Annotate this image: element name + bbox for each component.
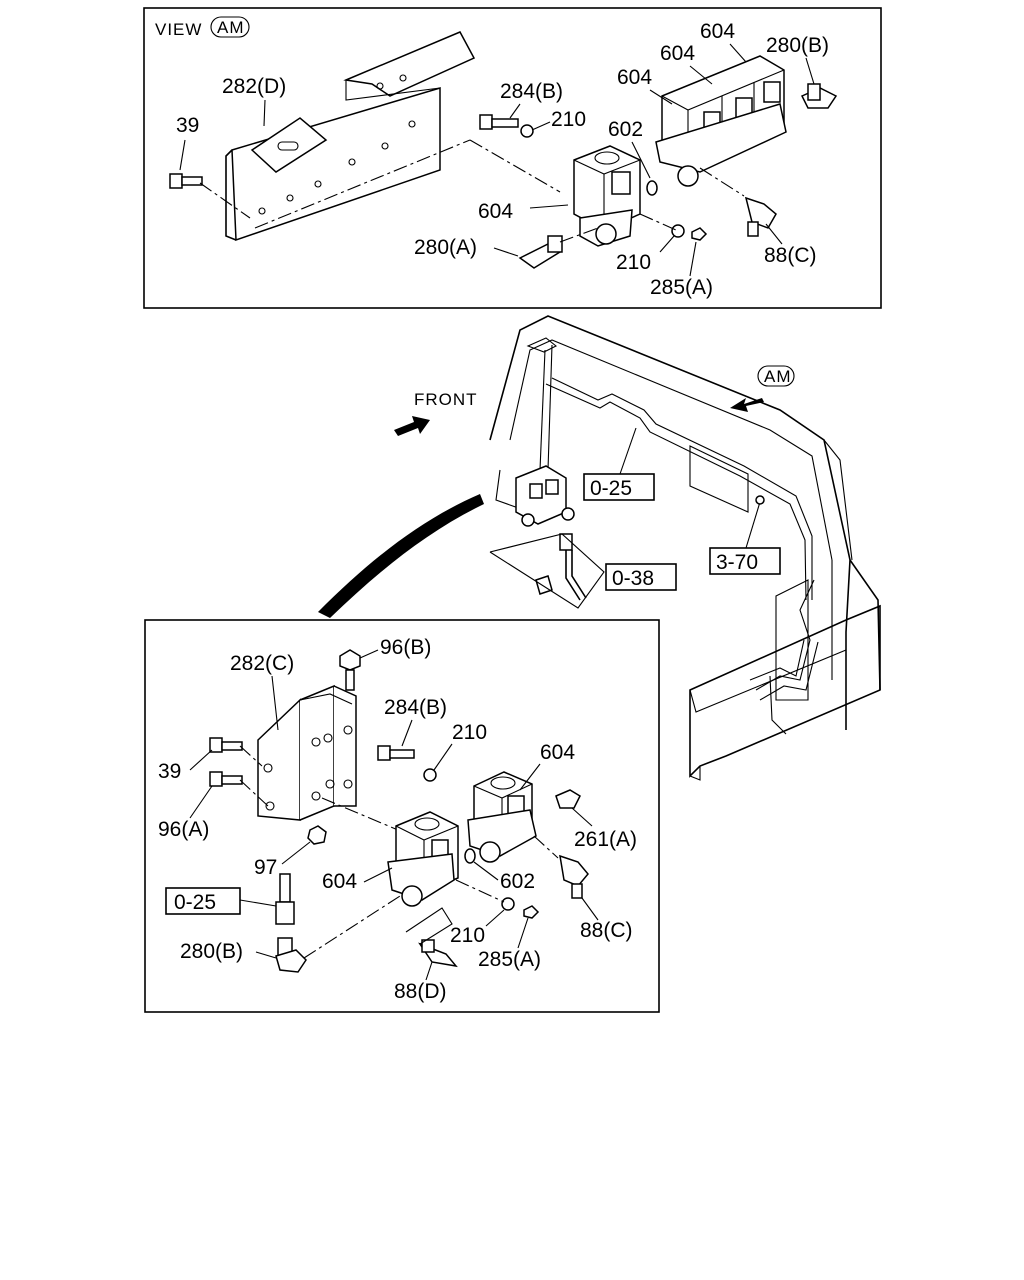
label-88c-detail: 88(C) <box>580 919 633 942</box>
bolt-284b <box>479 114 519 130</box>
ref-box-0-38 <box>605 563 677 591</box>
oring-602 <box>646 180 658 196</box>
view-am-panel: VIEW AM 282(D) 39 <box>143 7 882 309</box>
label-88c-top: 88(C) <box>764 244 817 267</box>
label-284b-detail: 284(B) <box>384 696 447 719</box>
elbow-88c-top <box>744 196 777 237</box>
washer-210-detail-lower <box>501 897 515 911</box>
label-604-front-detail: 604 <box>322 870 357 893</box>
main-view: 0-38 0-25 3-70 FRONT AM <box>318 315 881 781</box>
label-604-b: 604 <box>660 42 695 65</box>
fitting-280a <box>518 235 563 269</box>
pipe-stub <box>275 873 295 925</box>
ref-box-0-25-main <box>583 473 655 501</box>
label-282c: 282(C) <box>230 652 294 675</box>
label-604-front: 604 <box>478 200 513 223</box>
valve-604-front-detail <box>387 811 459 907</box>
view-tag: AM <box>217 18 245 37</box>
am-tag-oval <box>757 365 795 387</box>
nut-285a <box>691 227 708 241</box>
label-210-detail-lower: 210 <box>450 924 485 947</box>
label-280a: 280(A) <box>414 236 477 259</box>
elbow-88c-detail <box>559 854 589 899</box>
label-39-detail: 39 <box>158 760 181 783</box>
washer-210 <box>520 124 534 138</box>
label-97: 97 <box>254 856 277 879</box>
label-96b: 96(B) <box>380 636 431 659</box>
ref-0-25-detail: 0-25 <box>174 891 216 914</box>
label-285a-top: 285(A) <box>650 276 713 299</box>
valve-block-triple <box>655 55 787 187</box>
nut-285a-detail <box>523 905 540 919</box>
washer-210-detail <box>423 768 437 782</box>
ref-box-3-70 <box>709 547 781 575</box>
detail-callout-curve <box>318 494 484 618</box>
valve-604-front <box>573 145 641 247</box>
label-280b-detail: 280(B) <box>180 940 243 963</box>
label-210-detail: 210 <box>452 721 487 744</box>
label-602-detail: 602 <box>500 870 535 893</box>
detail-frame <box>144 619 660 1013</box>
am-arrow-icon <box>730 398 764 412</box>
fitting-280b-detail <box>275 937 307 973</box>
ref-3-70: 3-70 <box>716 551 758 574</box>
nut-97 <box>307 825 327 845</box>
label-285a-detail: 285(A) <box>478 948 541 971</box>
label-284b-top: 284(B) <box>500 80 563 103</box>
front-arrow-icon <box>394 416 430 436</box>
fitting-261a <box>555 789 581 809</box>
valve-on-frame <box>515 465 575 527</box>
hose-0-38 <box>535 533 587 601</box>
label-604-c: 604 <box>617 66 652 89</box>
ref-0-25-main: 0-25 <box>590 477 632 500</box>
fitting-88d <box>418 939 458 968</box>
label-282d: 282(D) <box>222 75 286 98</box>
bracket-282d <box>225 31 476 242</box>
bolt-96b <box>339 649 361 691</box>
washer-210-lower <box>671 224 685 238</box>
am-tag: AM <box>764 367 792 386</box>
chassis-frame <box>489 315 881 781</box>
bracket-282c <box>257 684 357 821</box>
label-96a: 96(A) <box>158 818 209 841</box>
label-280b-top: 280(B) <box>766 34 829 57</box>
label-88d: 88(D) <box>394 980 447 1003</box>
detail-panel: 96(B) 282(C) 284(B) 210 <box>144 619 660 1013</box>
label-39: 39 <box>176 114 199 137</box>
bolt-39-detail <box>209 737 243 753</box>
valve-604-top-detail <box>467 771 537 863</box>
oring-602-detail <box>464 848 476 864</box>
ref-0-38: 0-38 <box>612 567 654 590</box>
bolt-39 <box>169 173 203 189</box>
label-604-a: 604 <box>700 20 735 43</box>
fitting-280b-top <box>800 83 838 109</box>
label-602-top: 602 <box>608 118 643 141</box>
bolt-96a <box>209 771 243 787</box>
front-label: FRONT <box>414 390 478 409</box>
label-604-top-detail: 604 <box>540 741 575 764</box>
label-210-top: 210 <box>551 108 586 131</box>
ref-box-0-25-detail <box>165 887 241 915</box>
view-tag-oval <box>210 16 250 38</box>
bolt-284b-detail <box>377 745 415 761</box>
view-title: VIEW <box>155 20 202 39</box>
view-am-frame <box>143 7 882 309</box>
label-210-lower: 210 <box>616 251 651 274</box>
label-261a: 261(A) <box>574 828 637 851</box>
